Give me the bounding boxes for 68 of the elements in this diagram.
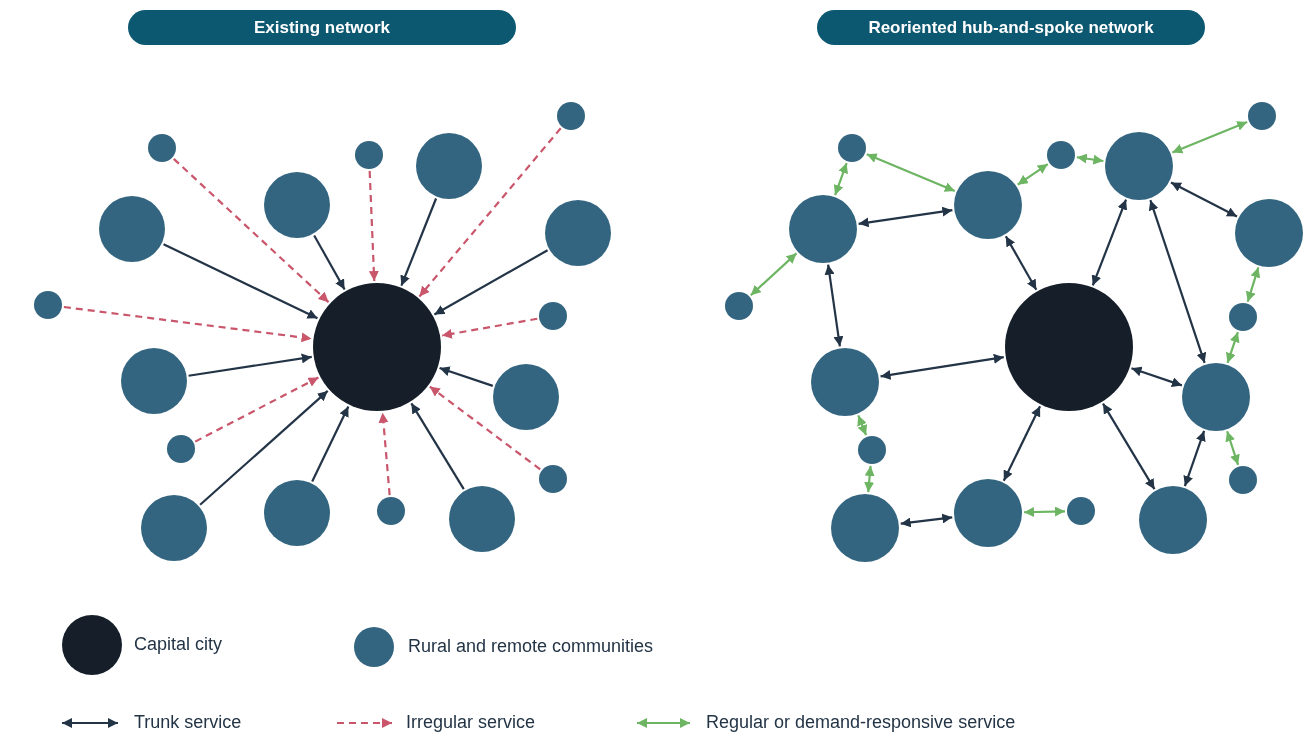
arrow [1023, 506, 1066, 517]
dashed-arrow [418, 127, 562, 298]
legend-label: Rural and remote communities [408, 636, 654, 657]
dashed-arrow [368, 170, 379, 282]
arrow [1183, 430, 1206, 487]
arrow [1131, 366, 1183, 387]
community-circle [377, 497, 405, 525]
legend-label: Capital city [134, 634, 223, 655]
community-circle [954, 171, 1022, 239]
dashed-arrow [378, 412, 391, 496]
community-circle [858, 436, 886, 464]
arrow [439, 366, 494, 387]
arrow [1225, 430, 1240, 466]
arrow [1002, 405, 1042, 482]
arrow [900, 513, 953, 528]
community-circle [1067, 497, 1095, 525]
community-circle [557, 102, 585, 130]
community-circle [148, 134, 176, 162]
arrow [1091, 199, 1128, 286]
community-circle [539, 465, 567, 493]
dashed-arrow [194, 376, 319, 443]
arrow [824, 264, 844, 347]
arrow [864, 465, 875, 493]
arrow [1076, 153, 1104, 165]
community-circle [838, 134, 866, 162]
community-circle [167, 435, 195, 463]
arrow [1017, 163, 1049, 186]
arrow [750, 252, 798, 296]
arrow [410, 402, 465, 490]
arrow [311, 406, 350, 482]
community-circle [725, 292, 753, 320]
community-circle [1229, 466, 1257, 494]
arrow [833, 162, 848, 196]
arrow [1225, 331, 1240, 364]
arrow [163, 243, 318, 320]
arrow [433, 249, 549, 316]
community-circle [355, 141, 383, 169]
community-circle [539, 302, 567, 330]
dashed-arrow [429, 385, 541, 471]
panel-title: Existing network [254, 17, 390, 38]
arrow [1170, 181, 1238, 218]
arrow [866, 153, 956, 193]
dashed-arrow [441, 317, 538, 339]
title-band [128, 10, 516, 45]
arrow [188, 353, 312, 377]
dashed-arrow [63, 305, 312, 343]
arrow [199, 390, 329, 506]
community-circle [34, 291, 62, 319]
community-circle [1229, 303, 1257, 331]
arrow [857, 415, 868, 436]
arrow [1148, 199, 1207, 364]
community-circle [1248, 102, 1276, 130]
legend-label: Trunk service [134, 712, 242, 733]
arrow [858, 206, 953, 228]
legend-label: Regular or demand-responsive service [706, 712, 1016, 733]
arrow [880, 353, 1004, 380]
legend-label: Irregular service [406, 712, 536, 733]
arrow [1171, 121, 1248, 154]
dashed-arrow [173, 158, 330, 303]
panel-title: Reoriented hub-and-spoke network [868, 17, 1154, 38]
arrow [400, 198, 438, 287]
arrow [1004, 235, 1038, 291]
capital-city-circle [313, 283, 441, 411]
arrow [313, 234, 346, 291]
title-band [817, 10, 1205, 45]
arrow [1102, 403, 1156, 490]
community-circle [1047, 141, 1075, 169]
arrow [1245, 267, 1261, 303]
